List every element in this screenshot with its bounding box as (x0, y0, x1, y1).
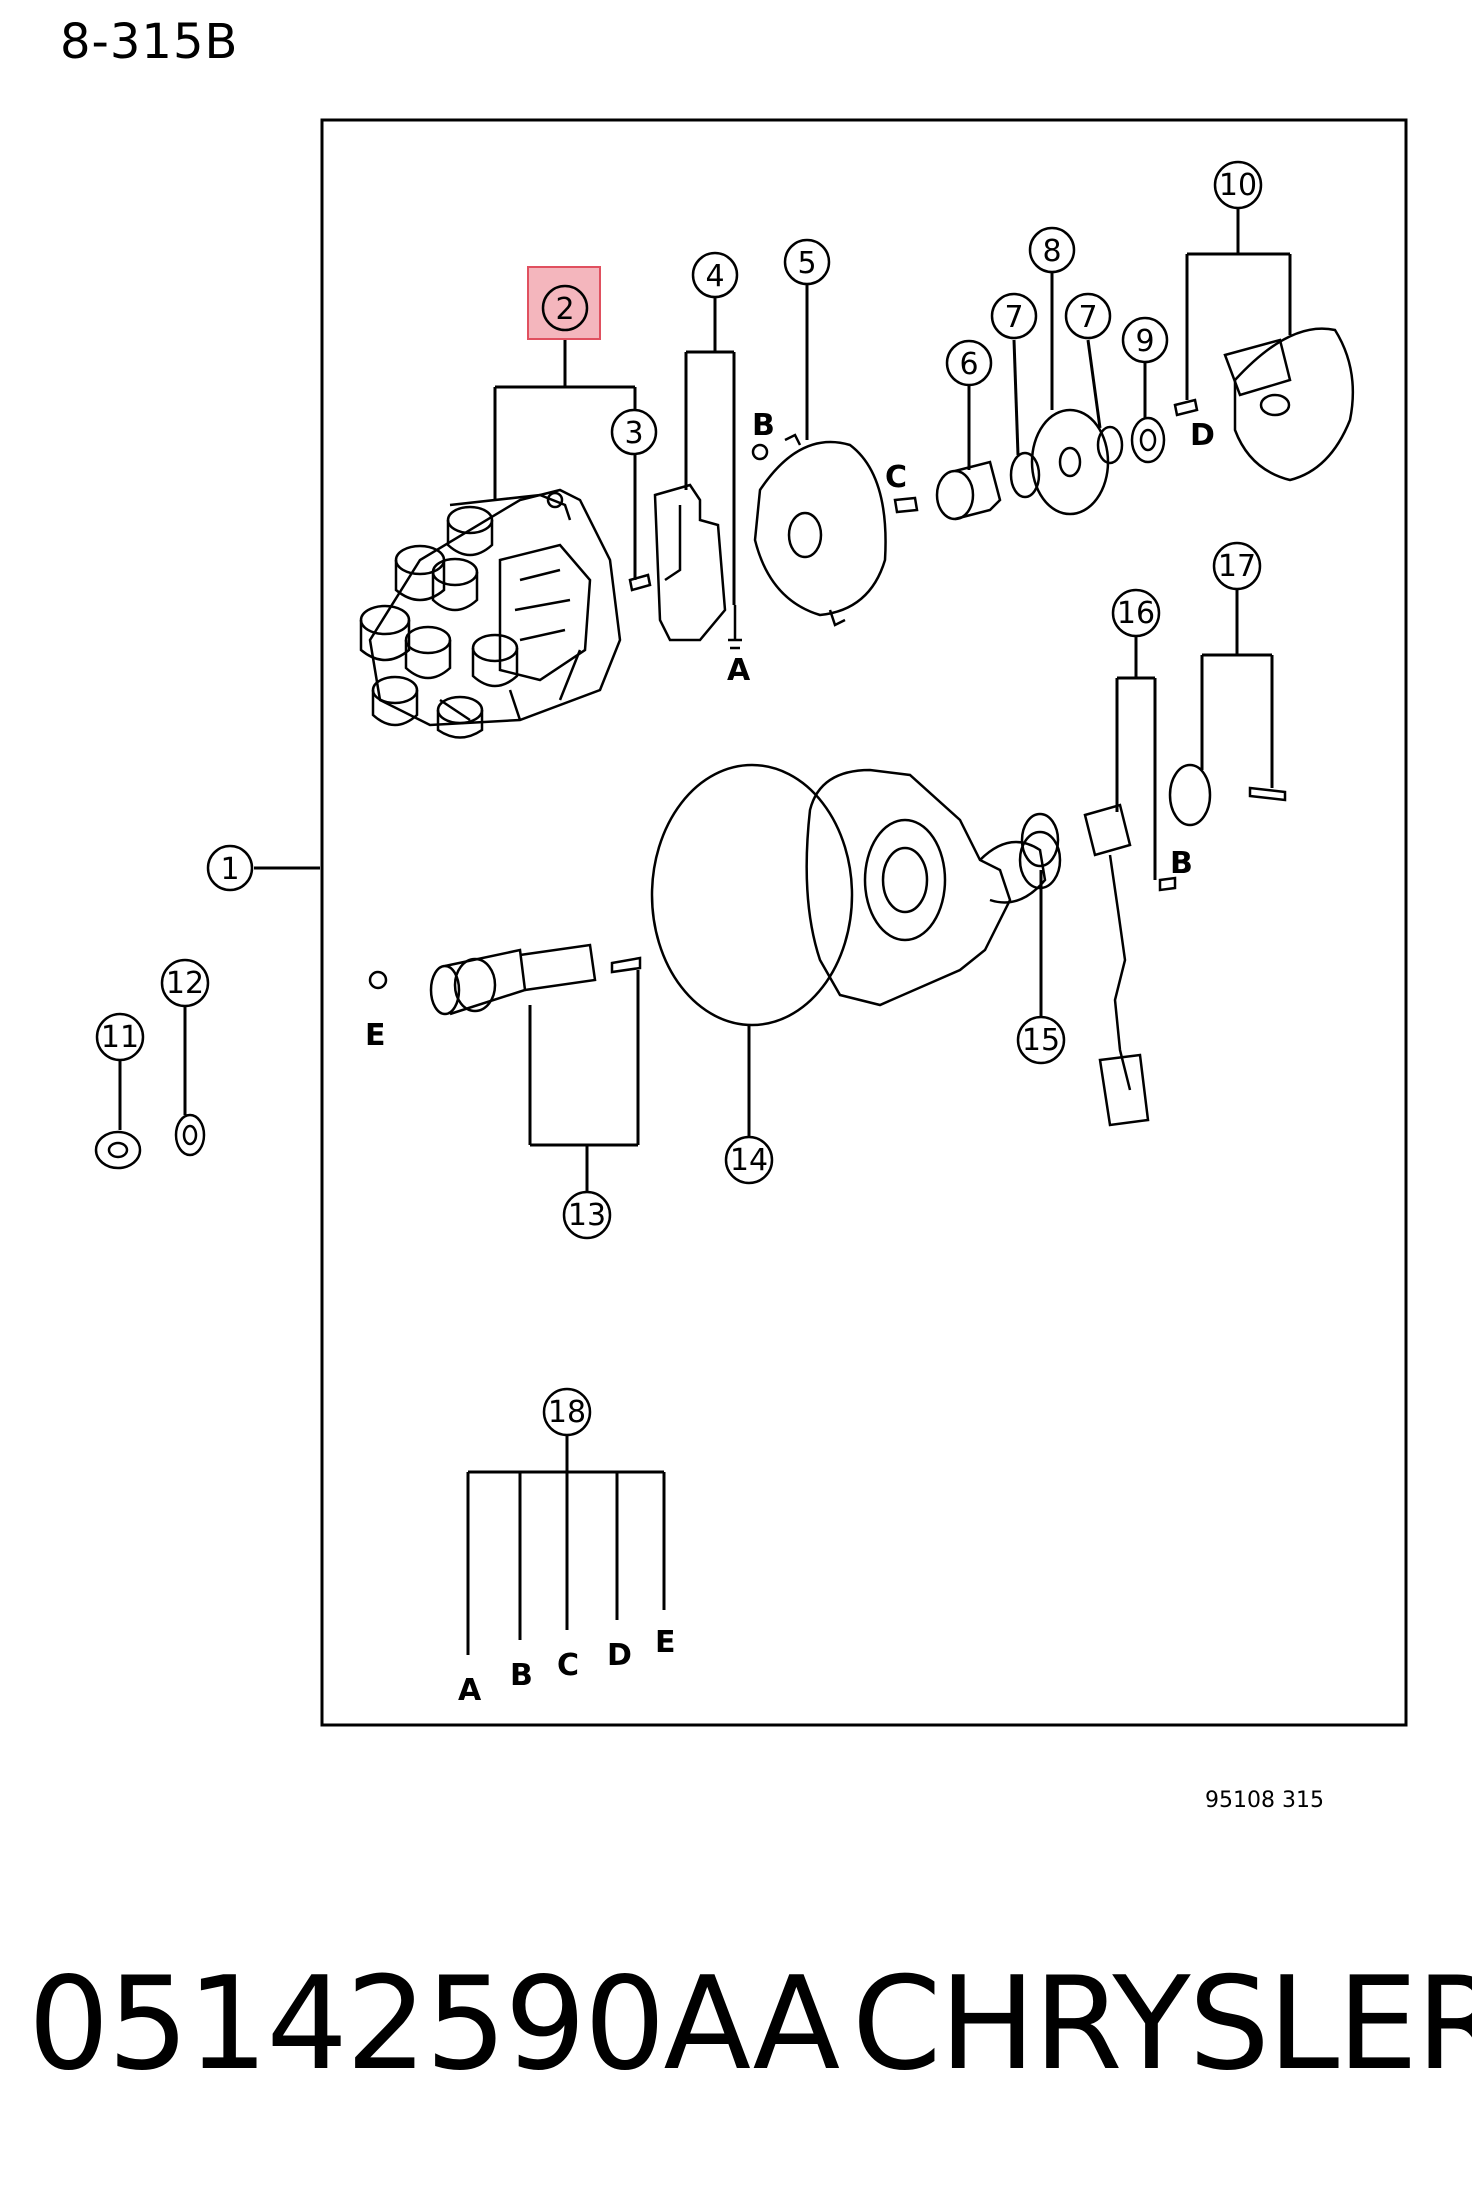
callout-4[interactable]: 4 (691, 251, 739, 299)
highlighted-callout-box (527, 266, 601, 340)
pickup-plate-drawing (1173, 327, 1355, 482)
svg-text:1: 1 (220, 852, 239, 887)
svg-text:13: 13 (568, 1198, 606, 1233)
letter-e-kit: E (655, 1625, 676, 1660)
callout-8[interactable]: 8 (1028, 226, 1076, 274)
svg-text:7: 7 (1004, 300, 1023, 335)
svg-text:4: 4 (705, 259, 724, 294)
svg-text:2: 2 (555, 292, 574, 327)
svg-text:14: 14 (730, 1143, 768, 1178)
brand-name: CHRYSLER (852, 1950, 1472, 2099)
reference-letters: A B C D B E A B C D E (365, 408, 1215, 1708)
letter-e-shaft: E (365, 1018, 386, 1053)
o-ring-drawing (650, 763, 854, 1027)
callout-5[interactable]: 5 (783, 238, 831, 286)
callouts: 1 3 4 5 6 7 7 8 (95, 160, 1263, 1437)
distributor-cap-drawing (359, 488, 652, 739)
callout-13[interactable]: 13 (562, 1190, 612, 1240)
leader-lines (118, 208, 1292, 1655)
callout-3[interactable]: 3 (610, 408, 658, 456)
letter-b-sensor: B (1170, 846, 1193, 881)
callout-7[interactable]: 7 (990, 292, 1038, 340)
cap-tower (436, 695, 484, 739)
cap-tower (404, 625, 452, 680)
callout-7b[interactable]: 7 (1064, 292, 1112, 340)
svg-text:17: 17 (1218, 549, 1256, 584)
letter-a-rotor: A (727, 653, 751, 688)
svg-text:10: 10 (1219, 168, 1257, 203)
svg-text:5: 5 (797, 246, 816, 281)
callout-14[interactable]: 14 (724, 1135, 774, 1185)
sheet-code: 8-315B (60, 14, 239, 70)
svg-text:8: 8 (1042, 234, 1061, 269)
letter-a-kit: A (458, 1673, 482, 1708)
distributor-housing-drawing (805, 768, 1062, 1007)
svg-text:16: 16 (1117, 596, 1155, 631)
svg-text:6: 6 (959, 347, 978, 382)
letter-b-kit: B (510, 1658, 533, 1693)
callout-11[interactable]: 11 (95, 1012, 145, 1062)
letter-c-shaft: C (885, 460, 907, 495)
letter-c-kit: C (557, 1648, 579, 1683)
svg-text:3: 3 (624, 416, 643, 451)
svg-text:18: 18 (548, 1395, 586, 1430)
gasket-drawing (1020, 812, 1060, 868)
svg-text:12: 12 (166, 966, 204, 1001)
cap-tower (471, 633, 519, 688)
cap-tower (431, 557, 479, 612)
callout-6[interactable]: 6 (945, 339, 993, 387)
diagram-frame (320, 118, 1408, 1727)
drive-shaft-drawing (368, 943, 642, 1016)
cap-tower (446, 505, 494, 557)
dust-shield-drawing (751, 433, 887, 627)
letter-b-shield: B (752, 408, 775, 443)
gear-pin-drawing (1168, 763, 1287, 827)
callout-16[interactable]: 16 (1111, 588, 1161, 638)
part-number: 05142590AA (28, 1950, 840, 2099)
svg-text:9: 9 (1135, 324, 1154, 359)
letter-d-kit: D (607, 1638, 632, 1673)
callout-10[interactable]: 10 (1213, 160, 1263, 210)
upper-shaft-parts-drawing (893, 408, 1166, 521)
callout-15[interactable]: 15 (1016, 1015, 1066, 1065)
callout-18[interactable]: 18 (542, 1387, 592, 1437)
sync-sensor-drawing (1083, 803, 1177, 1127)
callout-12[interactable]: 12 (160, 958, 210, 1008)
cap-tower (394, 544, 446, 602)
svg-text:15: 15 (1022, 1023, 1060, 1058)
svg-text:7: 7 (1078, 300, 1097, 335)
cap-tower (371, 675, 419, 727)
svg-text:11: 11 (101, 1020, 139, 1055)
cap-tower (359, 604, 411, 662)
nut-and-washer-drawing (94, 1113, 206, 1170)
callout-2[interactable]: 2 (541, 284, 589, 332)
rotor-drawing (653, 483, 742, 650)
callout-17[interactable]: 17 (1212, 541, 1262, 591)
drawing-number: 95108 315 (1205, 1788, 1324, 1813)
letter-d-plate: D (1190, 418, 1215, 453)
callout-9[interactable]: 9 (1121, 316, 1169, 364)
callout-1[interactable]: 1 (206, 844, 254, 892)
